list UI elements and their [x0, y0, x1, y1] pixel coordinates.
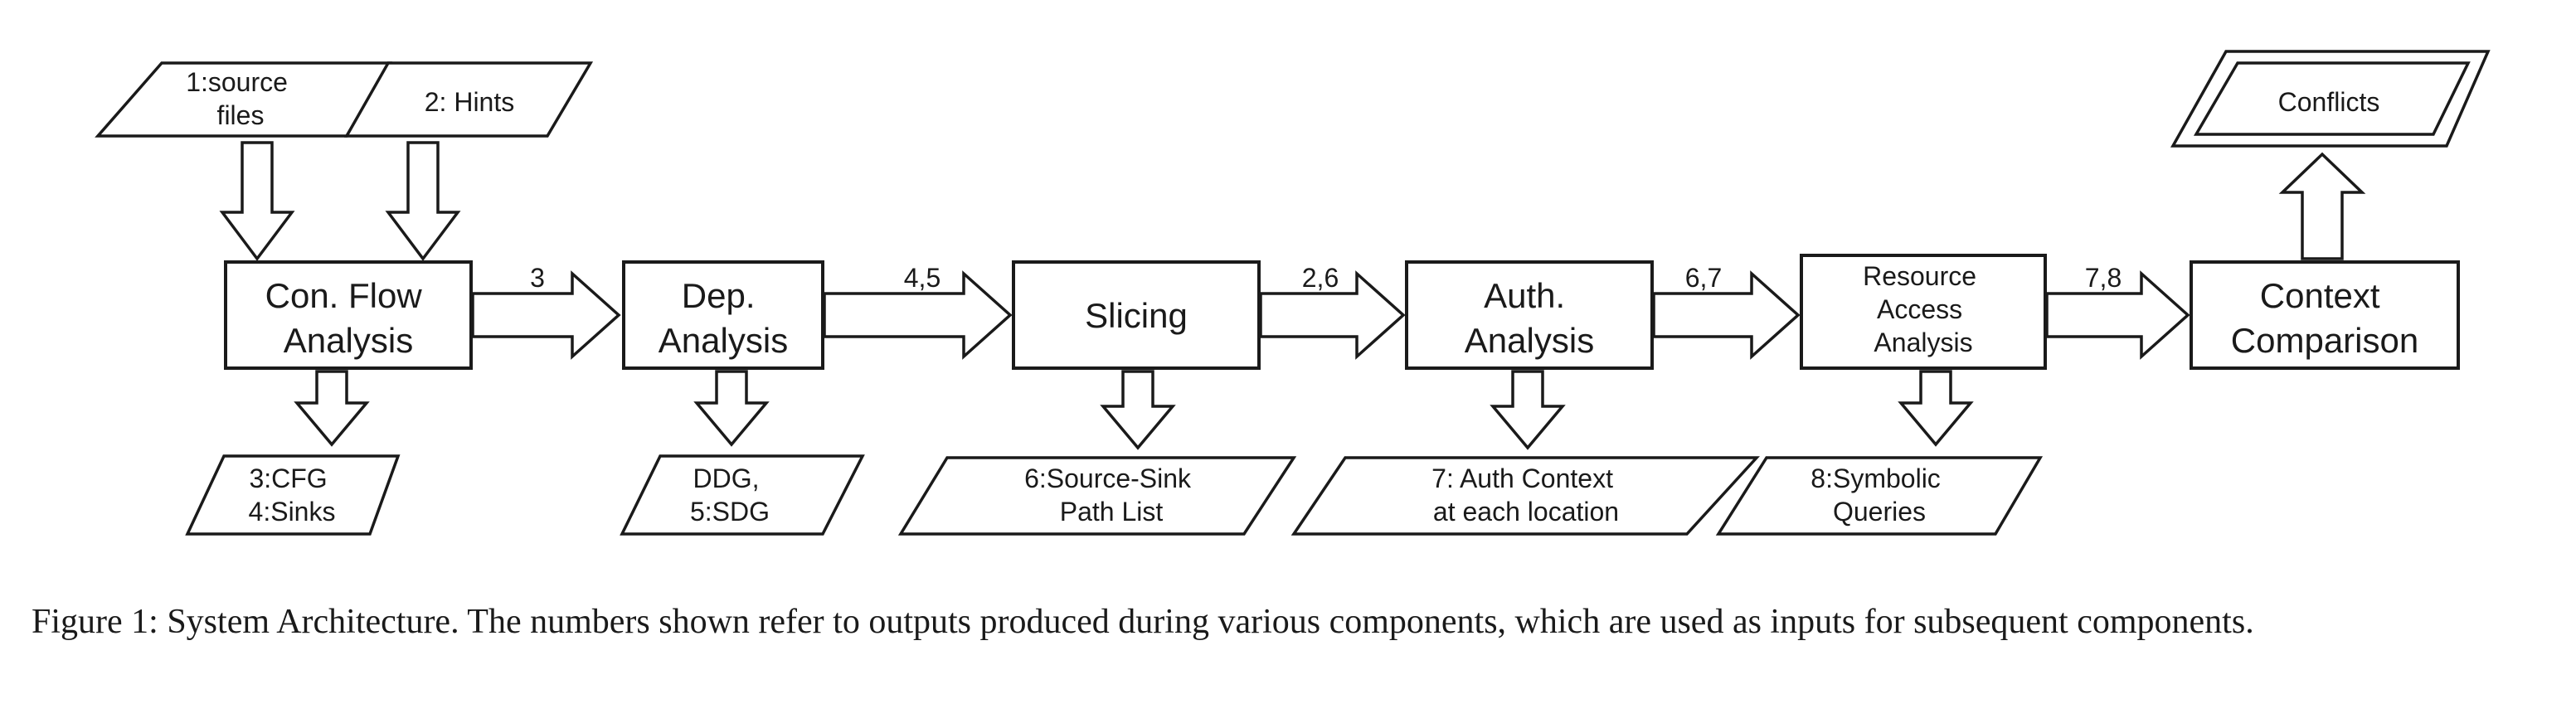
component-con-flow-analysis: Con. Flow Analysis: [224, 260, 473, 370]
arrow-resource-to-context: [2045, 270, 2190, 360]
arrow-hints-to-con-flow: [385, 141, 461, 261]
auth-analysis-line-2: Analysis: [1465, 321, 1594, 360]
arrow-source-files-to-con-flow: [219, 141, 295, 261]
arrow-con-flow-to-outputs: [294, 370, 370, 447]
arrow-dep-to-slicing: [823, 270, 1013, 360]
arrow-con-flow-to-dep: [471, 270, 621, 360]
arrow-dep-to-outputs: [693, 370, 770, 447]
svg-text:Context Comparison: Context Comparison: [2231, 276, 2418, 360]
svg-text:Con. Flow Analysis: Con. Flow Analysis: [265, 276, 432, 360]
svg-text:3:CFG 4:Sinks: 3:CFG 4:Sinks: [249, 463, 336, 527]
edge-label-2-6: 2,6: [1302, 263, 1339, 293]
edge-label-6-7: 6,7: [1685, 263, 1722, 293]
auth-context-line-1: 7: Auth Context: [1431, 463, 1613, 493]
input-hints-label: 2: Hints: [425, 87, 514, 117]
ddg-sdg-line-1: DDG,: [693, 463, 760, 493]
component-slicing: Slicing: [1012, 260, 1261, 370]
input-source-files-line-1: 1:source: [186, 67, 288, 97]
edge-label-7-8: 7,8: [2085, 263, 2122, 293]
context-comparison-line-2: Comparison: [2231, 321, 2418, 360]
input-source-files-line-2: files: [217, 100, 265, 130]
resource-access-line-3: Analysis: [1874, 328, 1972, 357]
component-dep-analysis: Dep. Analysis: [622, 260, 824, 370]
context-comparison-line-1: Context: [2260, 276, 2380, 315]
auth-context-line-2: at each location: [1433, 497, 1619, 527]
cfg-sinks-line-1: 3:CFG: [249, 463, 327, 493]
svg-text:7: Auth Context at each: 7: Auth Context at each location: [1431, 463, 1621, 527]
conflicts-label: Conflicts: [2278, 87, 2380, 117]
input-source-files: 1:source files: [95, 61, 393, 138]
resource-access-line-2: Access: [1877, 294, 1962, 324]
arrow-auth-to-outputs: [1490, 370, 1566, 450]
input-hints: 2: Hints: [343, 61, 594, 138]
edge-label-4-5: 4,5: [904, 263, 940, 293]
architecture-diagram: 1:source files 2: Hints Con. Flow Analys…: [95, 50, 2491, 536]
con-flow-line-1: Con. Flow: [265, 276, 423, 315]
con-flow-line-2: Analysis: [284, 321, 413, 360]
output-symbolic-queries: 8:Symbolic Queries: [1715, 456, 2044, 536]
cfg-sinks-line-2: 4:Sinks: [249, 497, 336, 527]
arrow-slicing-to-auth: [1259, 270, 1406, 360]
output-source-sink-path-list: 6:Source-Sink Path List: [897, 456, 1297, 536]
source-sink-line-2: Path List: [1060, 497, 1164, 527]
svg-text:DDG, 5:SDG: DDG, 5:SDG: [690, 463, 770, 527]
component-auth-analysis: Auth. Analysis: [1405, 260, 1654, 370]
output-cfg-sinks: 3:CFG 4:Sinks: [185, 454, 401, 536]
svg-text:1:source files: 1:source files: [186, 67, 295, 130]
dep-analysis-line-1: Dep.: [682, 276, 756, 315]
symbolic-queries-line-1: 8:Symbolic: [1810, 463, 1941, 493]
arrow-auth-to-resource: [1652, 270, 1801, 360]
output-ddg-sdg: DDG, 5:SDG: [620, 454, 865, 536]
ddg-sdg-line-2: 5:SDG: [690, 497, 770, 527]
edge-label-3: 3: [530, 263, 545, 293]
symbolic-queries-line-2: Queries: [1833, 497, 1926, 527]
output-conflicts: Conflicts: [2170, 50, 2491, 148]
arrow-slicing-to-outputs: [1100, 370, 1176, 450]
slicing-label: Slicing: [1085, 296, 1188, 335]
component-context-comparison: Context Comparison: [2190, 260, 2460, 370]
svg-text:Dep. Analysis: Dep. Analysis: [659, 276, 788, 360]
auth-analysis-line-1: Auth.: [1484, 276, 1565, 315]
output-auth-context: 7: Auth Context at each location: [1290, 456, 1760, 536]
figure-caption: Figure 1: System Architecture. The numbe…: [32, 603, 2254, 641]
svg-text:8:Symbolic Queries: 8:Symbolic Queries: [1810, 463, 1947, 527]
component-resource-access-analysis: Resource Access Analysis: [1800, 254, 2047, 370]
svg-text:Resource Access An: Resource Access Analysis: [1863, 261, 1984, 357]
svg-text:6:Source-Sink Path List: 6:Source-Sink Path List: [1024, 463, 1198, 527]
resource-access-line-1: Resource: [1863, 261, 1976, 291]
svg-text:Auth. Analysis: Auth. Analysis: [1465, 276, 1594, 360]
arrow-context-to-conflicts: [2278, 152, 2366, 260]
arrow-resource-to-outputs: [1898, 370, 1974, 447]
dep-analysis-line-2: Analysis: [659, 321, 788, 360]
source-sink-line-1: 6:Source-Sink: [1024, 463, 1192, 493]
